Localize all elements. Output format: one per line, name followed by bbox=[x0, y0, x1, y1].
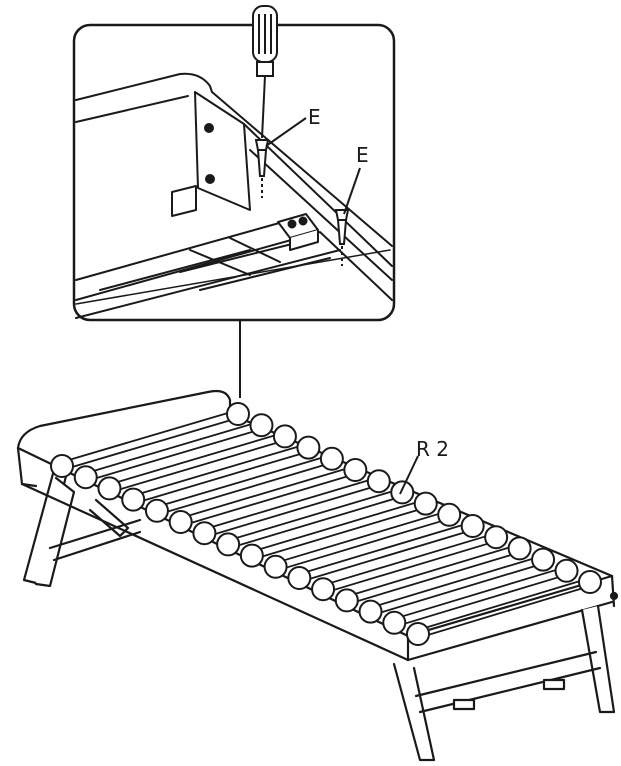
slat-edge bbox=[369, 562, 544, 617]
slat-holder-circle bbox=[73, 465, 98, 490]
slat-holder-circle bbox=[249, 413, 274, 438]
slat-holder-circle bbox=[554, 558, 579, 583]
slat-edge bbox=[108, 439, 286, 494]
slat-holder-circle bbox=[460, 514, 485, 538]
slat-holder-circle bbox=[531, 547, 556, 572]
slat-holder-circle bbox=[168, 510, 193, 534]
slat-holder-circle bbox=[239, 543, 264, 568]
slat-holder-circle bbox=[226, 402, 250, 426]
slat-edge bbox=[274, 509, 451, 564]
slat-holder-circle bbox=[121, 487, 146, 512]
slat-holder-circle bbox=[484, 525, 509, 550]
slat-holder-circle bbox=[50, 454, 74, 478]
slat-edge bbox=[84, 428, 263, 483]
slat-edge bbox=[179, 465, 357, 519]
label-slat-part: R 2 bbox=[416, 437, 449, 461]
slat-edge bbox=[322, 532, 498, 587]
slat-holder-circle bbox=[319, 446, 344, 471]
slat-edge bbox=[61, 409, 239, 463]
detail-inset: E E bbox=[72, 5, 396, 398]
slat-holder-circle bbox=[144, 498, 169, 523]
slat-holder-circle bbox=[192, 521, 217, 546]
slat-edge bbox=[227, 487, 404, 542]
slat-holder-circle bbox=[296, 435, 321, 460]
slat-holder-circle bbox=[272, 424, 297, 449]
slat-holder-circle bbox=[507, 536, 532, 561]
slat-edge bbox=[250, 498, 427, 553]
slat-edge bbox=[345, 543, 521, 598]
leader-slat-part bbox=[399, 455, 419, 495]
slat-edge bbox=[227, 495, 404, 550]
slat-edge bbox=[203, 484, 380, 539]
slat-edge bbox=[156, 461, 333, 516]
slat-holder-circle bbox=[334, 588, 359, 613]
screw-icon bbox=[334, 209, 350, 266]
slat-edge bbox=[132, 442, 310, 497]
slat-holder-circle bbox=[406, 622, 430, 646]
slat-holder-circle bbox=[216, 532, 241, 557]
slat-edge bbox=[417, 585, 591, 639]
slat-edge bbox=[61, 417, 239, 471]
slat-edge bbox=[156, 453, 333, 508]
slat-holder-circle bbox=[97, 476, 122, 501]
slat-edge bbox=[84, 420, 263, 475]
slat-edge bbox=[322, 540, 498, 595]
label-screw-lower: E bbox=[356, 143, 369, 167]
slat-edge bbox=[393, 565, 568, 620]
slat-edge bbox=[369, 554, 544, 609]
slat-holders bbox=[50, 402, 602, 646]
slat-holder-circle bbox=[263, 554, 288, 579]
leader-screw-upper bbox=[265, 117, 307, 147]
slat-holder-circle bbox=[311, 577, 336, 602]
slat-edge bbox=[417, 577, 591, 631]
inset-content bbox=[75, 72, 393, 319]
slat-edge bbox=[250, 506, 427, 561]
slat-holder-circle bbox=[437, 502, 462, 527]
slat-edge bbox=[203, 476, 380, 531]
slat-holder-circle bbox=[390, 480, 415, 505]
bed-slats bbox=[61, 409, 591, 639]
slat-holder-circle bbox=[578, 570, 602, 594]
slat-edge bbox=[274, 517, 451, 572]
slat-edge bbox=[298, 529, 474, 583]
slat-holder-circle bbox=[382, 610, 407, 635]
slat-holder-circle bbox=[413, 491, 438, 516]
screw-icon bbox=[254, 139, 270, 198]
screwdriver-icon bbox=[252, 5, 278, 139]
slat-holder-circle bbox=[366, 469, 391, 494]
slat-edge bbox=[108, 431, 286, 486]
slat-holder-circle bbox=[343, 458, 368, 482]
slat-edge bbox=[393, 573, 568, 628]
slat-edge bbox=[298, 521, 474, 575]
label-screw-upper: E bbox=[308, 105, 321, 129]
slat-edge bbox=[132, 450, 310, 505]
slat-holder-circle bbox=[287, 566, 312, 590]
slat-edge bbox=[179, 473, 357, 527]
slat-edge bbox=[345, 551, 521, 606]
leader-screw-lower bbox=[343, 167, 361, 215]
slat-holder-circle bbox=[358, 599, 383, 624]
